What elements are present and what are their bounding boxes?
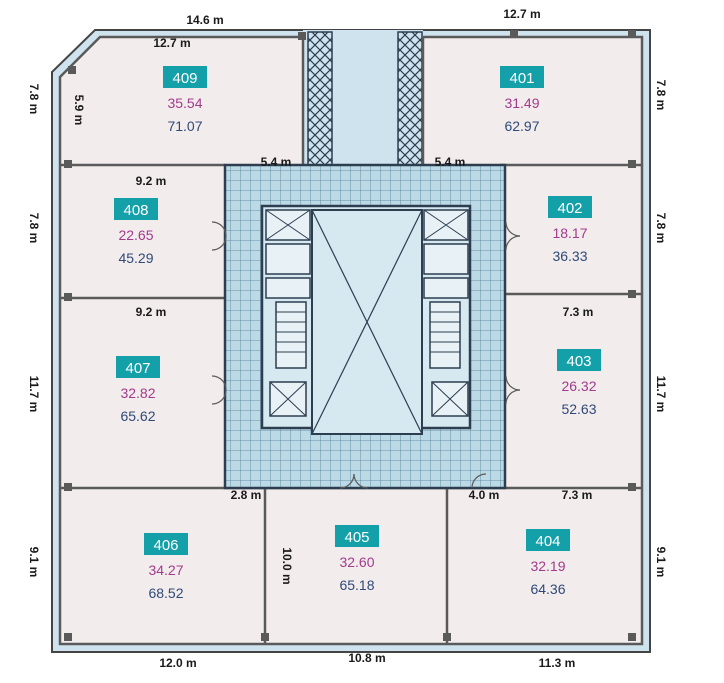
- unit-number: 403: [566, 353, 591, 370]
- unit-404: 404 32.19 64.36: [526, 529, 570, 597]
- unit-area-primary: 18.17: [552, 225, 587, 241]
- unit-number: 407: [125, 360, 150, 377]
- dim-label: 7.8 m: [654, 80, 668, 111]
- dim-label: 10.0 m: [280, 547, 294, 584]
- dim-label: 9.2 m: [136, 305, 167, 319]
- dim-label: 11.3 m: [539, 656, 576, 670]
- unit-badge: [526, 529, 570, 551]
- unit-area-primary: 31.49: [504, 95, 539, 111]
- door-swings: [211, 221, 521, 489]
- dim-label: 10.8 m: [348, 651, 385, 665]
- dim-label: 9.1 m: [654, 547, 668, 578]
- shaft-left: [307, 31, 333, 173]
- dim-label: 7.8 m: [27, 84, 41, 115]
- unit-area-primary: 22.65: [118, 227, 153, 243]
- unit-408: 408 22.65 45.29: [114, 198, 158, 266]
- dim-label: 5.4 m: [261, 155, 292, 169]
- unit-area-primary: 34.27: [148, 562, 183, 578]
- unit-area-primary: 32.19: [530, 558, 565, 574]
- dim-label: 7.3 m: [562, 488, 593, 502]
- unit-area-primary: 32.60: [339, 554, 374, 570]
- unit-number: 404: [535, 533, 560, 550]
- unit-401: 401 31.49 62.97: [500, 66, 544, 134]
- unit-409: 409 35.54 71.07: [163, 66, 207, 134]
- void-cross-b: [311, 209, 423, 435]
- unit-number: 405: [344, 529, 369, 546]
- unit-area-secondary: 68.52: [148, 585, 183, 601]
- unit-405: 405 32.60 65.18: [335, 525, 379, 593]
- unit-area-secondary: 65.62: [120, 408, 155, 424]
- dim-label: 7.3 m: [563, 305, 594, 319]
- unit-number: 402: [557, 200, 582, 217]
- unit-badge: [116, 356, 160, 378]
- unit-number: 408: [123, 202, 148, 219]
- unit-badge: [548, 196, 592, 218]
- unit-area-primary: 26.32: [561, 378, 596, 394]
- unit-area-secondary: 71.07: [167, 118, 202, 134]
- columns: [64, 30, 636, 641]
- unit-number: 409: [172, 70, 197, 87]
- unit-area-secondary: 45.29: [118, 250, 153, 266]
- dim-label: 9.1 m: [27, 547, 41, 578]
- dim-label: 2.8 m: [231, 488, 262, 502]
- dim-label: 5.9 m: [72, 95, 86, 126]
- unit-area-primary: 32.82: [120, 385, 155, 401]
- core-services-right: [423, 209, 469, 417]
- dimension-labels: 14.6 m 12.7 m 12.7 m 7.8 m 5.9 m 7.8 m 5…: [27, 7, 668, 670]
- unit-badge: [114, 198, 158, 220]
- unit-402: 402 18.17 36.33: [548, 196, 592, 264]
- dim-label: 14.6 m: [186, 13, 223, 27]
- unit-area-secondary: 36.33: [552, 248, 587, 264]
- dim-label: 12.0 m: [159, 656, 196, 670]
- dim-label: 12.7 m: [153, 36, 190, 50]
- unit-407: 407 32.82 65.62: [116, 356, 160, 424]
- unit-403: 403 26.32 52.63: [557, 349, 601, 417]
- unit-badge: [163, 66, 207, 88]
- dim-label: 5.4 m: [435, 155, 466, 169]
- unit-406: 406 34.27 68.52: [144, 533, 188, 601]
- dim-label: 11.7 m: [27, 376, 41, 413]
- unit-area-primary: 35.54: [167, 95, 202, 111]
- dim-label: 12.7 m: [503, 7, 540, 21]
- core-services-left: [265, 209, 311, 417]
- unit-number: 406: [153, 537, 178, 554]
- unit-area-secondary: 64.36: [530, 581, 565, 597]
- shaft-right: [397, 31, 423, 173]
- unit-area-secondary: 62.97: [504, 118, 539, 134]
- dim-label: 4.0 m: [469, 488, 500, 502]
- unit-area-secondary: 52.63: [561, 401, 596, 417]
- unit-area-secondary: 65.18: [339, 577, 374, 593]
- dim-label: 11.7 m: [654, 376, 668, 413]
- unit-badge: [144, 533, 188, 555]
- dim-label: 7.8 m: [654, 213, 668, 244]
- dim-label: 7.8 m: [27, 213, 41, 244]
- dim-label: 9.2 m: [136, 174, 167, 188]
- unit-badge: [557, 349, 601, 371]
- unit-badge: [335, 525, 379, 547]
- unit-number: 401: [509, 70, 534, 87]
- unit-badge: [500, 66, 544, 88]
